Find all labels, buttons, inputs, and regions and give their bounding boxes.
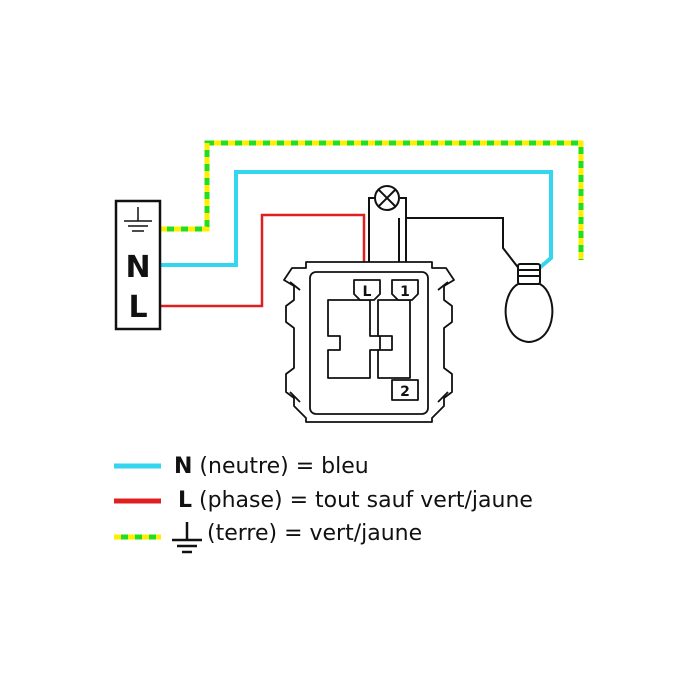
legend-earth-icon bbox=[172, 522, 202, 554]
rocker-right bbox=[377, 299, 411, 379]
legend: N (neutre) = bleu L (phase) = tout sauf … bbox=[114, 454, 533, 554]
earth-wire bbox=[160, 140, 584, 260]
panel-neutral-label: N bbox=[125, 250, 150, 285]
supply-panel: N L bbox=[114, 199, 162, 331]
terminal-2 bbox=[391, 379, 419, 401]
terminal-l bbox=[353, 279, 381, 301]
terminal-l-label: L bbox=[363, 284, 372, 300]
light-bulb-icon bbox=[504, 263, 554, 344]
legend-phase-text: L (phase) = tout sauf vert/jaune bbox=[178, 488, 533, 513]
indicator-lamp-icon bbox=[374, 185, 400, 211]
lamp-return-wire bbox=[406, 217, 521, 271]
phase-wire bbox=[160, 213, 366, 308]
neutral-wire bbox=[160, 170, 553, 272]
terminal-1-label: 1 bbox=[400, 284, 410, 300]
terminal-2-label: 2 bbox=[400, 384, 410, 400]
terminal-1 bbox=[391, 279, 419, 301]
earth-icon bbox=[124, 207, 152, 232]
legend-earth-text: (terre) = vert/jaune bbox=[207, 521, 422, 546]
light-switch: L 1 2 bbox=[283, 261, 455, 423]
legend-neutral-text: N (neutre) = bleu bbox=[174, 454, 369, 479]
rocker-left bbox=[327, 299, 381, 379]
panel-phase-label: L bbox=[128, 290, 147, 325]
